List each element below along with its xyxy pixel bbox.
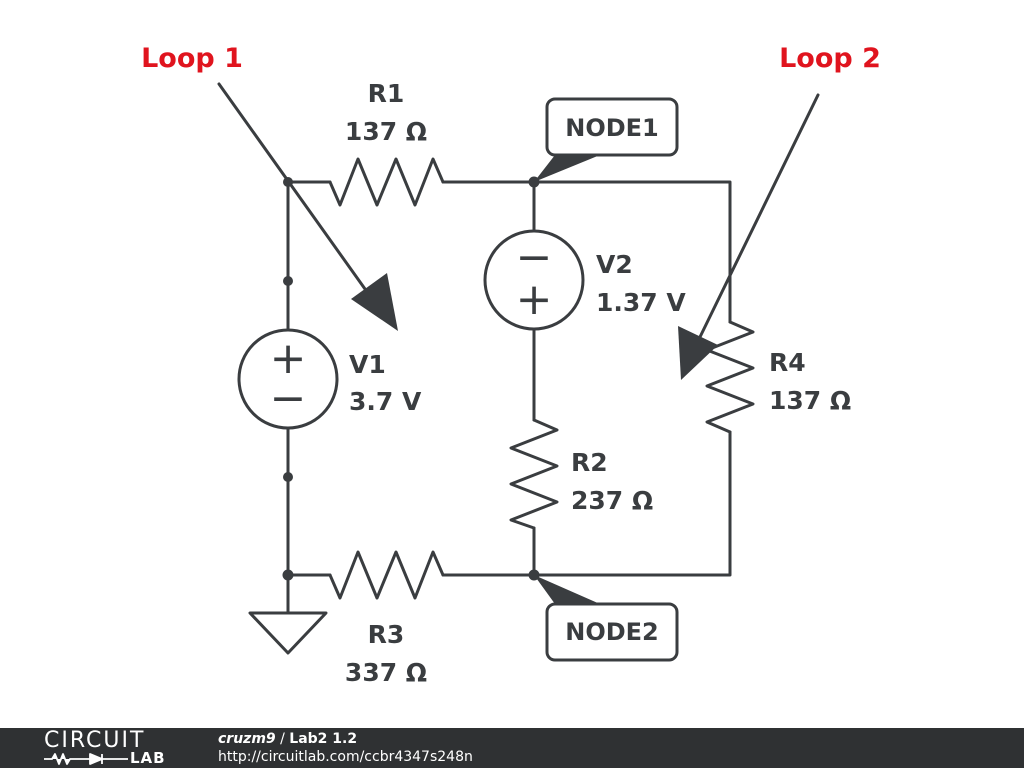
r1-value: 137 Ω [345, 117, 427, 146]
byline-separator: / [275, 731, 290, 747]
node1-label: NODE1 [534, 97, 679, 182]
circuitlab-logo-top: CIRCUIT [44, 728, 146, 753]
project-title[interactable]: Lab2 1.2 [289, 731, 358, 747]
circuit-schematic: + − − + NODE1 NODE2 Loop 1 Loop 2 R1 137 [141, 43, 881, 687]
junction-v1-top [283, 276, 293, 286]
wire-top-right [441, 180, 732, 324]
loop1-arrow [217, 82, 398, 331]
junction-v1-bottom [283, 472, 293, 482]
loop1-arrow-head [351, 273, 398, 331]
loop2-arrow-line [698, 93, 820, 339]
loop2-label: Loop 2 [779, 43, 881, 74]
voltage-source-v2 [483, 229, 585, 331]
resistor-r4 [705, 320, 755, 434]
loop2-arrow-head [678, 326, 718, 380]
junctions [282, 176, 540, 581]
r4-value: 137 Ω [769, 386, 851, 415]
r2-value: 237 Ω [571, 486, 653, 515]
junction-bottom-left [282, 569, 294, 581]
byline: cruzm9 / Lab2 1.2 [218, 731, 357, 748]
v1-value: 3.7 V [349, 387, 422, 416]
v1-plus-sign: + [270, 333, 307, 384]
v2-value: 1.37 V [596, 288, 686, 317]
r3-name: R3 [368, 620, 405, 649]
node1-box [545, 97, 679, 157]
r3-value: 337 Ω [345, 658, 427, 687]
node2-box [545, 602, 679, 662]
loop1-arrow-line [217, 82, 372, 298]
r2-name: R2 [571, 448, 608, 477]
v2-name: V2 [596, 250, 633, 279]
circuitlab-logo-bottom: LAB [130, 749, 166, 767]
node1-pointer [534, 155, 600, 182]
footer-bar: CIRCUIT LAB cruzm9 / Lab2 1.2 http://cir… [0, 728, 1024, 768]
resistor-r1 [328, 157, 445, 207]
author-link[interactable]: cruzm9 [218, 731, 276, 747]
v1-minus-sign: − [270, 373, 307, 424]
node2-text: NODE2 [565, 618, 659, 646]
v2-plus-sign: + [516, 274, 553, 325]
v2-minus-sign: − [516, 232, 553, 283]
node1-text: NODE1 [565, 114, 659, 142]
r1-name: R1 [368, 79, 405, 108]
ground-icon [248, 611, 328, 655]
resistor-r3 [328, 550, 445, 600]
node2-pointer [534, 575, 600, 604]
project-url[interactable]: http://circuitlab.com/ccbr4347s248n [218, 749, 473, 765]
resistor-r2 [509, 418, 559, 530]
circuitlab-logo-icon [44, 753, 128, 765]
loop2-arrow [678, 93, 820, 380]
loop1-label: Loop 1 [141, 43, 243, 74]
v1-name: V1 [349, 350, 386, 379]
r4-name: R4 [769, 348, 806, 377]
node2-label: NODE2 [534, 575, 679, 662]
voltage-source-v1 [237, 328, 339, 430]
